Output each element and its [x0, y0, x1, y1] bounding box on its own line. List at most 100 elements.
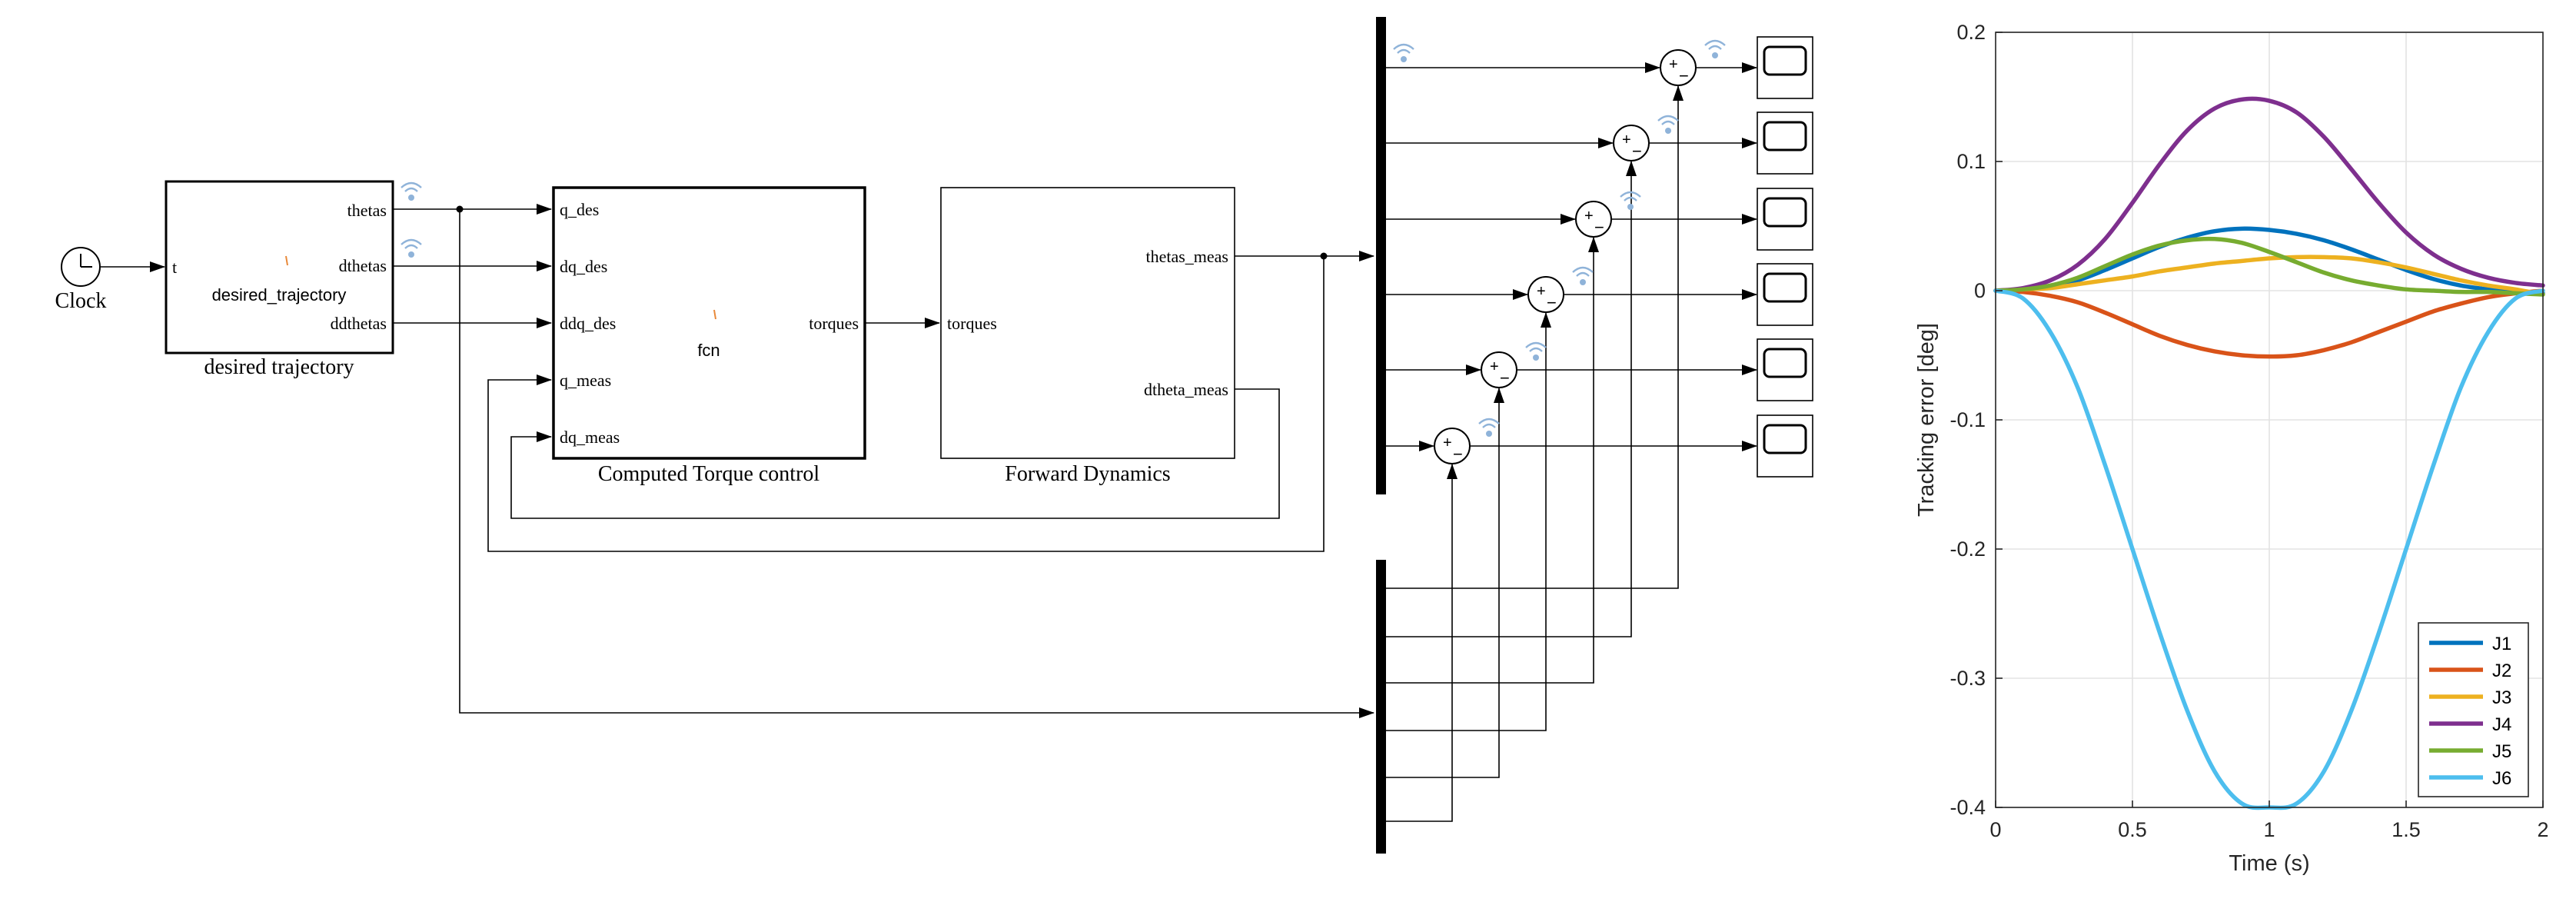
- wire-desired-to-sum: [1386, 85, 1684, 589]
- signal-logging-icon: [1393, 43, 1414, 50]
- signal-logging-icon: [401, 181, 422, 201]
- controller-matlab-icon: [713, 309, 716, 320]
- signal-logging-icon: [1486, 431, 1492, 437]
- sum-block[interactable]: [1660, 49, 1697, 86]
- y-tick-label: -0.3: [1949, 667, 1986, 690]
- trajectory-port-ddthetas: ddthetas: [331, 314, 387, 333]
- trajectory-port-dthetas: dthetas: [339, 256, 387, 275]
- dynamics-port-torques: torques: [947, 314, 997, 333]
- signal-logging-icon: [1620, 191, 1641, 198]
- signal-logging-icon: [1704, 39, 1726, 46]
- y-tick-label: 0.2: [1956, 21, 1986, 44]
- clock-block[interactable]: [61, 247, 101, 287]
- y-tick-label: -0.4: [1949, 796, 1986, 819]
- sum-plus-sign: +: [1490, 358, 1499, 375]
- sum-plus-sign: +: [1537, 283, 1546, 300]
- sum-and-scope-group: +−+−+−+−+−+−: [1386, 36, 1813, 822]
- series-line-j4: [1993, 96, 2545, 293]
- computed-torque-block[interactable]: [552, 186, 866, 460]
- wire-desired-to-sum: [1386, 237, 1599, 684]
- series-line-j2: [1993, 288, 2545, 359]
- signal-logging-icon: [1627, 204, 1634, 210]
- series-line-j5: [1993, 236, 2545, 297]
- dynamics-port-thetas-meas: thetas_meas: [1145, 247, 1228, 266]
- sum-block[interactable]: [1527, 276, 1564, 313]
- scope-screen-icon: [1763, 197, 1807, 228]
- trajectory-matlab-icon: [285, 255, 288, 266]
- x-tick-label: 1: [2263, 818, 2275, 841]
- sum-block[interactable]: [1613, 125, 1650, 161]
- wire-desired-to-sum: [1386, 464, 1458, 822]
- dynamics-caption: Forward Dynamics: [1005, 462, 1170, 486]
- sum-plus-sign: +: [1622, 131, 1631, 148]
- series-line-j1: [1993, 226, 2545, 296]
- controller-caption: Computed Torque control: [598, 462, 820, 486]
- trajectory-port-t: t: [172, 258, 177, 277]
- x-axis-label: Time (s): [2229, 851, 2309, 876]
- controller-port-ddq-des: ddq_des: [560, 314, 616, 333]
- demux-desired[interactable]: [1376, 560, 1386, 854]
- controller-port-dq-meas: dq_meas: [560, 428, 620, 447]
- signal-logging-icon: [1665, 128, 1671, 134]
- sum-block[interactable]: [1575, 201, 1612, 238]
- controller-port-dq-des: dq_des: [560, 257, 607, 276]
- x-tick-label: 1.5: [2392, 818, 2421, 841]
- desired-trajectory-block[interactable]: [165, 180, 394, 354]
- sum-plus-sign: +: [1584, 208, 1594, 225]
- sum-minus-sign: −: [1547, 293, 1557, 312]
- signal-logging-icon: [1525, 341, 1547, 348]
- controller-port-q-meas: q_meas: [560, 371, 611, 390]
- controller-port-q-des: q_des: [560, 200, 599, 219]
- demux-measured[interactable]: [1376, 17, 1386, 494]
- sum-plus-sign: +: [1669, 56, 1678, 73]
- signal-logging-icon: [1482, 423, 1496, 428]
- signal-logging-icon: [1657, 115, 1679, 121]
- signal-logging-icon: [1401, 56, 1407, 62]
- sum-minus-sign: −: [1453, 444, 1463, 464]
- signal-logging-icon: [1478, 418, 1500, 424]
- trajectory-port-thetas: thetas: [347, 201, 387, 220]
- legend-label: J4: [2492, 714, 2511, 735]
- controller-inner-label: fcn: [697, 341, 720, 360]
- x-tick-label: 2: [2537, 818, 2548, 841]
- signal-logging-icon: [1576, 271, 1590, 277]
- dynamics-port-dtheta-meas: dtheta_meas: [1144, 380, 1228, 399]
- scope-screen-icon: [1763, 45, 1807, 76]
- y-tick-label: 0.1: [1956, 150, 1986, 173]
- sum-minus-sign: −: [1594, 218, 1604, 237]
- legend-label: J1: [2492, 634, 2511, 654]
- sum-block[interactable]: [1434, 428, 1471, 464]
- trajectory-caption: desired trajectory: [204, 355, 354, 379]
- legend-label: J2: [2492, 661, 2511, 681]
- signal-logging-icon: [1580, 279, 1586, 285]
- legend-label: J5: [2492, 741, 2511, 762]
- forward-dynamics-block[interactable]: [940, 187, 1235, 459]
- signal-logging-icon: [1661, 120, 1675, 125]
- sum-minus-sign: −: [1679, 66, 1689, 85]
- x-tick-label: 0.5: [2118, 818, 2147, 841]
- sum-block[interactable]: [1481, 351, 1517, 388]
- trajectory-inner-label: desired_trajectory: [212, 285, 347, 305]
- clock-label: Clock: [55, 289, 107, 313]
- signal-logging-icon: [1529, 347, 1543, 352]
- wire-q-meas-feedback: [487, 256, 1325, 552]
- x-tick-label: 0: [1989, 818, 2001, 841]
- signal-logging-icon: [401, 238, 422, 258]
- wire-desired-to-sum: [1386, 388, 1504, 778]
- series-line-j3: [1993, 255, 2545, 297]
- sum-minus-sign: −: [1632, 141, 1642, 161]
- sum-minus-sign: −: [1500, 368, 1510, 388]
- controller-port-torques: torques: [809, 314, 859, 333]
- legend-label: J3: [2492, 687, 2511, 708]
- legend-box: [2418, 622, 2529, 797]
- y-axis-label: Tracking error [deg]: [1914, 323, 1939, 517]
- signal-logging-icon: [1624, 196, 1637, 201]
- signal-logging-icon: [1712, 52, 1718, 58]
- scope-screen-icon: [1763, 424, 1807, 454]
- wire-desired-to-sum: [1386, 161, 1637, 637]
- scope-screen-icon: [1763, 348, 1807, 378]
